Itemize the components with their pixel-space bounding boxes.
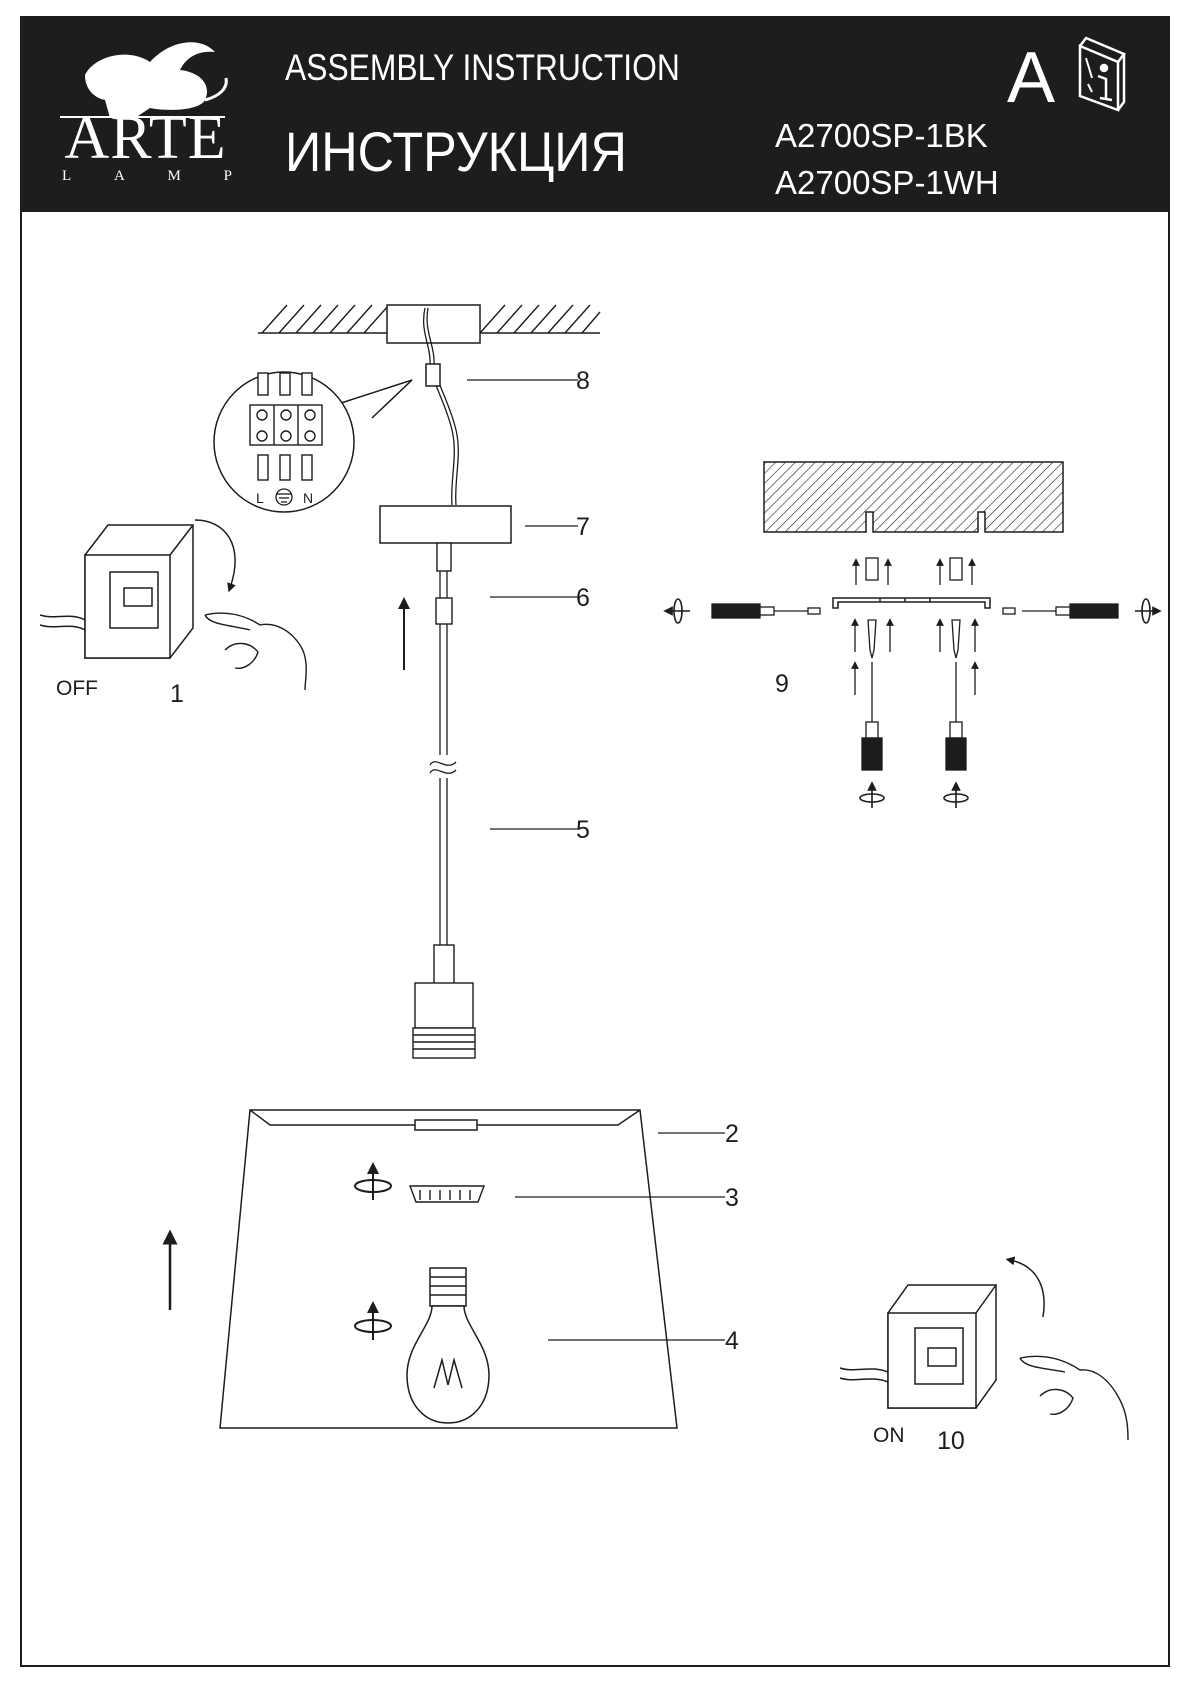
callout-9: 9: [775, 670, 789, 698]
cable-grip-6: [435, 597, 453, 625]
terminal-label-neutral: N: [303, 490, 314, 506]
wall-plugs: [852, 557, 976, 585]
rotate-arrow-icon: [354, 1162, 392, 1200]
model-number: A2700SP-1WH: [775, 164, 999, 201]
supply-wire: [423, 307, 455, 506]
callout-5: 5: [576, 816, 590, 844]
screwdriver-icon: [711, 603, 1119, 619]
callout-10: 10: [937, 1427, 965, 1455]
ceiling-block-9: [763, 461, 1064, 533]
callout-2: 2: [725, 1120, 739, 1148]
switch-on-label: ON: [873, 1424, 905, 1447]
callout-3: 3: [725, 1184, 739, 1212]
terminal-label-live: L: [256, 490, 264, 506]
callout-4: 4: [725, 1327, 739, 1355]
light-bulb-4: [406, 1267, 490, 1424]
junction-box: [386, 304, 481, 344]
callout-7: 7: [576, 513, 590, 541]
canopy-7: [379, 505, 512, 544]
switch-off-illustration: [39, 519, 236, 659]
hand-icon: [204, 612, 307, 691]
terminal-block-8: [425, 363, 441, 387]
rotate-arrow-icon: [663, 598, 1162, 624]
callout-6: 6: [576, 584, 590, 612]
callout-8: 8: [576, 367, 590, 395]
brand-subtitle-letter: A: [113, 168, 125, 184]
terminal-block-detail: [249, 372, 323, 481]
brand-subtitle-letter: P: [223, 168, 232, 184]
ground-symbol-icon: [275, 488, 293, 506]
brand-subtitle: L A M P: [62, 168, 232, 185]
brand-name: ARTE: [64, 104, 227, 172]
rotate-arrow-icon: [859, 781, 969, 808]
info-booklet-icon: [1078, 36, 1126, 112]
section-letter: A: [1007, 38, 1056, 118]
header-bar: [20, 16, 1170, 212]
cable-grip-top: [436, 542, 452, 572]
brand-subtitle-letter: L: [62, 168, 72, 184]
screwdriver-icon: [851, 661, 979, 771]
brand-subtitle-letter: M: [167, 168, 181, 184]
callout-1: 1: [170, 680, 184, 708]
rotate-arrow-icon: [354, 1301, 392, 1340]
model-number: A2700SP-1BK: [775, 117, 988, 154]
switch-off-label: OFF: [56, 677, 98, 700]
title-russian: ИНСТРУКЦИЯ: [285, 120, 627, 183]
cable-5: [429, 545, 457, 945]
lamp-holder: [412, 944, 476, 1059]
lion-logo-icon: [60, 42, 228, 118]
hand-icon: [1019, 1355, 1129, 1441]
switch-on-illustration: [839, 1256, 1045, 1409]
mounting-bracket: [832, 597, 991, 609]
title-english: ASSEMBLY INSTRUCTION: [285, 47, 680, 88]
shade-ring-3: [408, 1185, 486, 1203]
screws-set: [851, 618, 979, 659]
